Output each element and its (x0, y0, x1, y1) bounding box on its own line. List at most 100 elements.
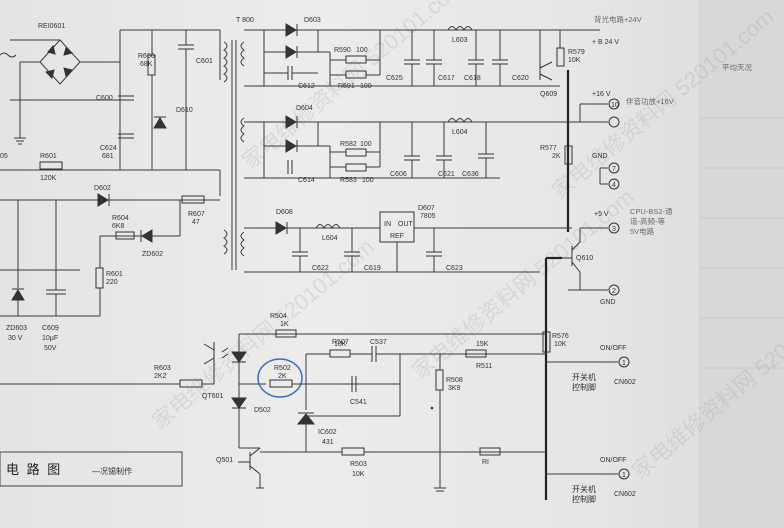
svg-text:R601: R601 (40, 153, 57, 160)
svg-text:T 800: T 800 (236, 17, 254, 24)
margin-note: 平均天况 (722, 62, 752, 72)
svg-text:L604: L604 (322, 235, 338, 242)
svg-text:5V电路: 5V电路 (630, 226, 655, 236)
svg-text:2K: 2K (278, 373, 287, 380)
svg-text:L604: L604 (452, 129, 468, 136)
svg-text:100: 100 (356, 47, 368, 54)
svg-text:R511: R511 (476, 363, 492, 370)
svg-text:2: 2 (612, 288, 616, 295)
svg-text:D607: D607 (418, 205, 435, 212)
svg-text:CN602: CN602 (614, 491, 636, 498)
svg-text:R590: R590 (334, 47, 351, 54)
svg-text:1: 1 (622, 472, 626, 479)
terminal-2 (608, 284, 620, 296)
svg-text:1: 1 (622, 360, 626, 367)
svg-text:1K: 1K (280, 321, 289, 328)
svg-text:C619: C619 (364, 265, 381, 272)
svg-text:220: 220 (106, 279, 118, 286)
svg-text:C537: C537 (370, 339, 387, 346)
svg-text:2K: 2K (552, 153, 561, 160)
svg-text:30 V: 30 V (8, 335, 23, 342)
terminal-1-top (618, 356, 630, 368)
svg-text:道-高频-等: 道-高频-等 (630, 216, 665, 226)
terminal-1-bottom (618, 468, 630, 480)
svg-text:R582: R582 (340, 141, 357, 148)
svg-text:R607: R607 (188, 211, 205, 218)
on-off-control: R576 10K ON/OFF 1 开关机 控制脚 CN602 ON/OFF 1… (542, 331, 636, 504)
svg-text:C600: C600 (96, 95, 113, 102)
svg-text:R591: R591 (338, 83, 355, 90)
svg-text:控制脚: 控制脚 (572, 382, 596, 392)
svg-text:C606: C606 (390, 171, 407, 178)
svg-text:REF: REF (390, 233, 404, 240)
svg-text:IN: IN (384, 221, 391, 228)
svg-text:+5 V: +5 V (594, 211, 609, 218)
svg-text:Q501: Q501 (216, 457, 233, 464)
output-5v-section: D608 L604 C622 C619 IN OUT REF D607 7805… (244, 205, 673, 306)
svg-text:2K2: 2K2 (154, 373, 167, 380)
svg-text:CPU-BS2-通: CPU-BS2-通 (630, 206, 673, 216)
primary-circuit: R606 68K C601 C600 D610 C624 681 R601 12… (0, 29, 220, 182)
svg-text:C625: C625 (386, 75, 403, 82)
startup-feedback-section: D602 R607 47 R604 6K8 ZD602 R601 220 ZD6… (0, 185, 220, 352)
svg-text:控制脚: 控制脚 (572, 494, 596, 504)
svg-text:R606: R606 (138, 53, 155, 60)
svg-text:R601: R601 (106, 271, 123, 278)
highlight-circle (257, 358, 303, 398)
svg-text:CN602: CN602 (614, 379, 636, 386)
svg-text:R576: R576 (552, 333, 569, 340)
svg-text:L603: L603 (452, 37, 468, 44)
svg-text:背光电路+24V: 背光电路+24V (594, 14, 642, 24)
output-24v-section: D603 C612 R590 100 R591 100 C625 C617 (244, 14, 642, 98)
svg-text:伴音功放+16V: 伴音功放+16V (626, 96, 674, 106)
svg-text:C624: C624 (100, 145, 117, 152)
terminal-9 (608, 116, 620, 128)
svg-text:C621: C621 (438, 171, 455, 178)
terminal-10 (608, 98, 620, 110)
svg-text:681: 681 (102, 153, 114, 160)
svg-text:431: 431 (322, 439, 334, 446)
svg-text:D502: D502 (254, 407, 271, 414)
svg-text:C623: C623 (446, 265, 463, 272)
svg-text:R503: R503 (350, 461, 367, 468)
svg-text:3: 3 (612, 226, 616, 233)
svg-text:10K: 10K (554, 341, 567, 348)
svg-text:ZD603: ZD603 (6, 325, 27, 332)
svg-text:开关机: 开关机 (572, 484, 596, 494)
svg-text:R508: R508 (446, 377, 463, 384)
svg-text:100: 100 (360, 83, 372, 90)
svg-text:OUT: OUT (398, 221, 414, 228)
svg-text:10: 10 (611, 102, 619, 109)
svg-text:REI0601: REI0601 (38, 23, 65, 30)
svg-text:C618: C618 (464, 75, 481, 82)
svg-text:120K: 120K (40, 175, 57, 182)
svg-text:15K: 15K (476, 341, 489, 348)
svg-text:C601: C601 (196, 58, 213, 65)
svg-text:Q609: Q609 (540, 91, 557, 98)
optocoupler-section: R603 2K2 QT601 R504 1K D502 R502 2K R507 (0, 313, 546, 492)
svg-text:QT601: QT601 (202, 393, 224, 400)
paper-margin (700, 0, 784, 528)
svg-text:GND: GND (592, 153, 608, 160)
svg-text:C541: C541 (350, 399, 367, 406)
svg-text:47: 47 (192, 219, 200, 226)
svg-text:RI: RI (482, 459, 489, 466)
svg-text:50V: 50V (44, 345, 57, 352)
svg-text:D602: D602 (94, 185, 111, 192)
svg-text:D603: D603 (304, 17, 321, 24)
svg-text:R604: R604 (112, 215, 129, 222)
svg-text:ON/OFF: ON/OFF (600, 457, 626, 464)
svg-text:ZD602: ZD602 (142, 251, 163, 258)
svg-text:R577: R577 (540, 145, 557, 152)
svg-text:D610: D610 (176, 107, 193, 114)
svg-text:10K: 10K (334, 341, 347, 348)
terminal-4 (608, 178, 620, 190)
svg-text:R507: R507 (332, 339, 349, 346)
svg-text:+ B 24 V: + B 24 V (592, 39, 619, 46)
svg-text:6K8: 6K8 (112, 223, 125, 230)
svg-text:Q610: Q610 (576, 255, 593, 262)
diagram-title: 电 路 图 (6, 462, 62, 477)
transformer-t800: T 800 (219, 17, 254, 270)
svg-text:D608: D608 (276, 209, 293, 216)
